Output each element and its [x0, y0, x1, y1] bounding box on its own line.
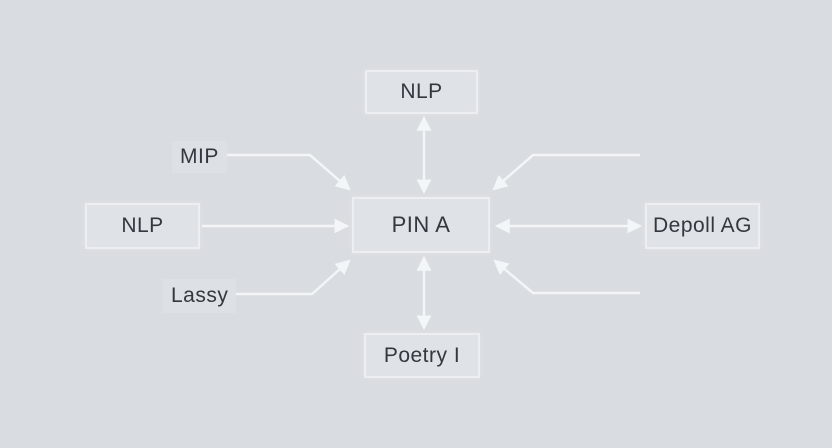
arrow-lassy-to-center — [222, 259, 351, 296]
node-right-label: Depoll AG — [652, 214, 753, 237]
arrow-topright-to-center — [492, 153, 640, 191]
node-top-nlp: NLP — [365, 70, 478, 114]
node-left-label: NLP — [121, 214, 164, 237]
node-right-depoll-ag: Depoll AG — [645, 203, 760, 249]
node-top-label: NLP — [400, 80, 443, 103]
label-mip: MIP — [172, 141, 227, 173]
label-lassy: Lassy — [163, 279, 237, 313]
node-left-nlp: NLP — [85, 203, 200, 249]
node-bottom-label: Poetry I — [383, 343, 461, 367]
label-mip-text: MIP — [180, 145, 219, 168]
node-center-pin-a: PIN A — [352, 197, 490, 253]
node-center-label: PIN A — [391, 212, 451, 237]
arrow-bottomright-to-center — [493, 259, 640, 295]
label-lassy-text: Lassy — [171, 284, 229, 307]
node-bottom-poetry-i: Poetry I — [364, 333, 480, 378]
arrow-mip-to-center — [226, 153, 351, 191]
